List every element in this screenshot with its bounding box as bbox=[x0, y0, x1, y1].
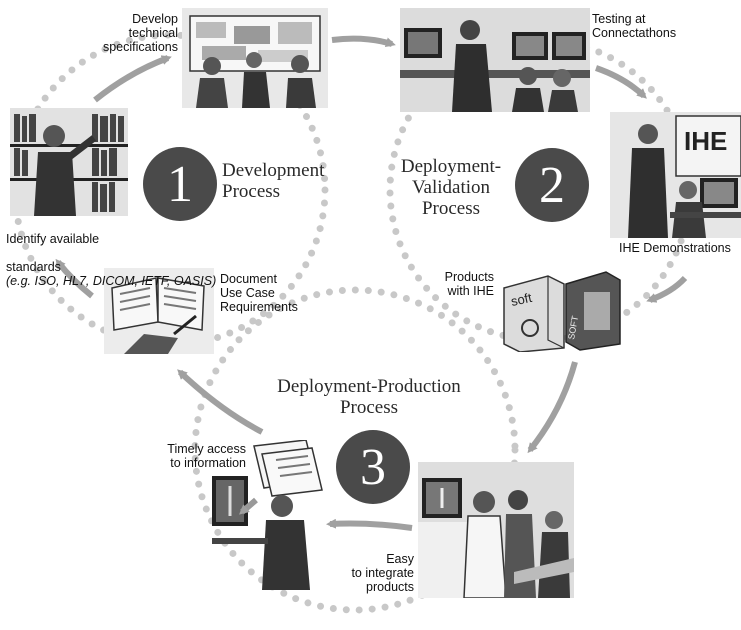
process-3-title: Deployment-Production Process bbox=[277, 376, 461, 418]
process-1-title: Development Process bbox=[222, 160, 325, 202]
arrow-testing-to-demos bbox=[595, 65, 647, 99]
illustration-timely-access-workstation bbox=[212, 440, 327, 590]
illustration-software-products: soft SOFT bbox=[500, 262, 622, 352]
illustration-reference-library bbox=[10, 108, 128, 216]
label-document-use-case: Document Use Case Requirements bbox=[220, 272, 298, 314]
process-2-number-badge: 2 bbox=[515, 148, 589, 222]
ihe-sign-text: IHE bbox=[684, 126, 727, 156]
label-easy-integrate: Easy to integrate products bbox=[351, 552, 414, 594]
soft-box-2-label: SOFT bbox=[566, 314, 580, 340]
label-identify-standards-examples: (e.g. ISO, HL7, DICOM, IETF, OASIS) bbox=[6, 274, 217, 288]
illustration-connectathon-testing bbox=[400, 8, 590, 112]
process-3-number-badge: 3 bbox=[336, 430, 410, 504]
label-develop-specifications: Develop technical specifications bbox=[102, 12, 178, 54]
arrow-integrate-to-access bbox=[326, 518, 413, 531]
label-products-with-ihe: Products with IHE bbox=[444, 270, 494, 298]
process-2-title: Deployment- Validation Process bbox=[400, 156, 502, 219]
illustration-ihe-demonstration: IHE bbox=[610, 112, 741, 238]
label-identify-standards: Identify available standards (e.g. ISO, … bbox=[6, 218, 326, 288]
process-1-number-badge: 1 bbox=[143, 147, 217, 221]
production-cycle-dotted-ring bbox=[191, 286, 519, 614]
soft-box-1-label: soft bbox=[510, 290, 534, 309]
arrow-specs-to-testing bbox=[331, 35, 396, 48]
arrow-demos-to-products bbox=[646, 275, 688, 303]
arrow-access-to-document bbox=[177, 369, 264, 435]
illustration-specifications-meeting bbox=[182, 8, 328, 108]
label-testing-connectathons: Testing at Connectathons bbox=[592, 12, 677, 40]
arrow-products-to-hospital bbox=[527, 361, 578, 454]
label-identify-standards-line2: standards bbox=[6, 260, 61, 274]
label-ihe-demonstrations: IHE Demonstrations bbox=[619, 241, 731, 255]
label-timely-access: Timely access to information bbox=[167, 442, 246, 470]
development-cycle-dotted-ring bbox=[11, 31, 329, 349]
illustration-integrated-hospital bbox=[418, 462, 574, 598]
arrow-standards-to-specs bbox=[93, 55, 172, 103]
illustration-use-case-document bbox=[104, 268, 214, 354]
arrow-document-to-standards bbox=[55, 258, 94, 299]
label-identify-standards-line1: Identify available bbox=[6, 232, 100, 246]
